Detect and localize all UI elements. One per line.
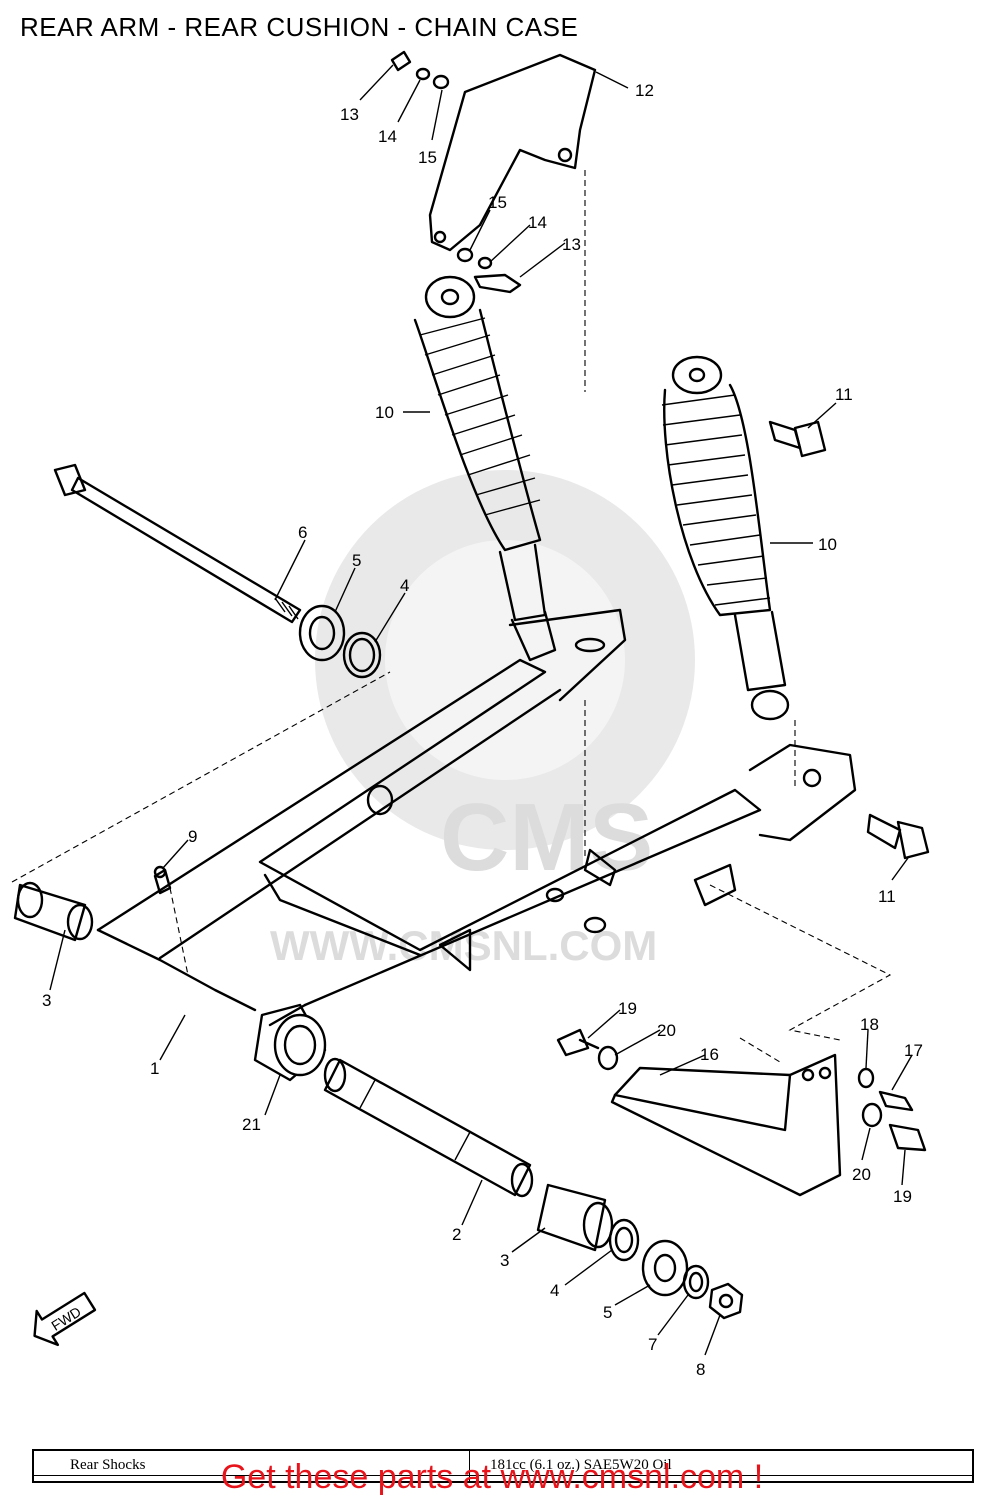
callout-10-left: 10 [375, 403, 394, 422]
spec-table: Rear Shocks 181cc (6.1 oz.) SAE5W20 Oil [32, 1449, 974, 1483]
part-10-rear-shock-right [661, 355, 790, 721]
callout-19-right: 19 [893, 1187, 912, 1206]
callout-15-upper: 15 [418, 148, 437, 167]
callout-4-lower: 4 [550, 1281, 559, 1300]
callout-11-upper: 11 [835, 385, 853, 404]
part-19-bolt-left [556, 1028, 600, 1057]
callout-2: 2 [452, 1225, 461, 1244]
callout-8: 8 [696, 1360, 705, 1379]
part-1-rear-arm [96, 608, 857, 1027]
callout-6: 6 [298, 523, 307, 542]
callout-17: 17 [904, 1041, 923, 1060]
callout-3-right: 3 [500, 1251, 509, 1270]
part-8-nut [708, 1282, 744, 1320]
spec-table-part-cell: Rear Shocks [34, 1451, 470, 1481]
part-20-washer-right [861, 1102, 883, 1128]
callout-13-upper: 13 [340, 105, 359, 124]
callout-7: 7 [648, 1335, 657, 1354]
callout-18: 18 [860, 1015, 879, 1034]
part-2-collar [323, 1057, 534, 1198]
callout-16: 16 [700, 1045, 719, 1064]
part-3-bushing-left [13, 881, 94, 942]
callout-20-right: 20 [852, 1165, 871, 1184]
callout-14-upper: 14 [378, 127, 397, 146]
part-18-washer [857, 1067, 875, 1089]
part-17-bolt [878, 1090, 914, 1112]
callout-labels: 13 14 15 12 15 14 13 10 11 10 6 5 4 9 11… [42, 81, 923, 1379]
part-14-washer-upper [415, 67, 493, 270]
alignment-lines [11, 170, 892, 1063]
callout-10-right: 10 [818, 535, 837, 554]
part-10-rear-shock-left [413, 275, 557, 662]
spec-table-value-cell: 181cc (6.1 oz.) SAE5W20 Oil [490, 1457, 672, 1473]
leader-lines [49, 64, 913, 1356]
callout-3-left: 3 [42, 991, 51, 1010]
part-13-bolt-upper [390, 50, 522, 294]
watermark-url-text: WWW.CMSNL.COM [270, 922, 657, 969]
part-21-bushing [253, 1003, 327, 1082]
cta-banner[interactable]: Get these parts at www.cmsnl.com ! [220, 1458, 764, 1496]
callout-5-lower: 5 [603, 1303, 612, 1322]
part-6-pivot-shaft [53, 463, 302, 624]
callout-19-left: 19 [618, 999, 637, 1018]
callout-21: 21 [242, 1115, 261, 1134]
callout-11-lower: 11 [878, 887, 896, 906]
part-3-bushing-right [536, 1183, 614, 1252]
callout-4-upper: 4 [400, 576, 409, 595]
watermark-logo: CMS WWW.CMSNL.COM [270, 470, 695, 969]
part-5-seal-lower [641, 1239, 689, 1297]
callout-13-lower: 13 [562, 235, 581, 254]
part-20-washer-left [597, 1045, 619, 1071]
part-12-chain-case-bracket [428, 53, 597, 252]
callout-14-lower: 14 [528, 213, 547, 232]
part-4-washer-upper [342, 631, 382, 679]
callout-12: 12 [635, 81, 654, 100]
part-5-seal-upper [298, 604, 346, 662]
part-19-bolt-right [888, 1123, 927, 1152]
callout-15-lower: 15 [488, 193, 507, 212]
callout-20-left: 20 [657, 1021, 676, 1040]
callout-9: 9 [188, 827, 197, 846]
part-16-bracket [610, 1053, 842, 1197]
fwd-direction-arrow: FWD [33, 1291, 97, 1347]
part-11-bolt-upper [768, 420, 827, 458]
callout-5-upper: 5 [352, 551, 361, 570]
callout-1: 1 [150, 1059, 159, 1078]
watermark-logo-text: CMS [440, 784, 653, 891]
page-title: REAR ARM - REAR CUSHION - CHAIN CASE [20, 12, 579, 42]
part-7-washer [682, 1264, 710, 1300]
part-15-washer-upper [432, 74, 474, 263]
part-9-grease-nipple [153, 865, 172, 895]
spec-table-divider [34, 1475, 972, 1476]
part-11-bolt-lower [866, 813, 930, 860]
part-4-washer-lower [608, 1218, 640, 1262]
